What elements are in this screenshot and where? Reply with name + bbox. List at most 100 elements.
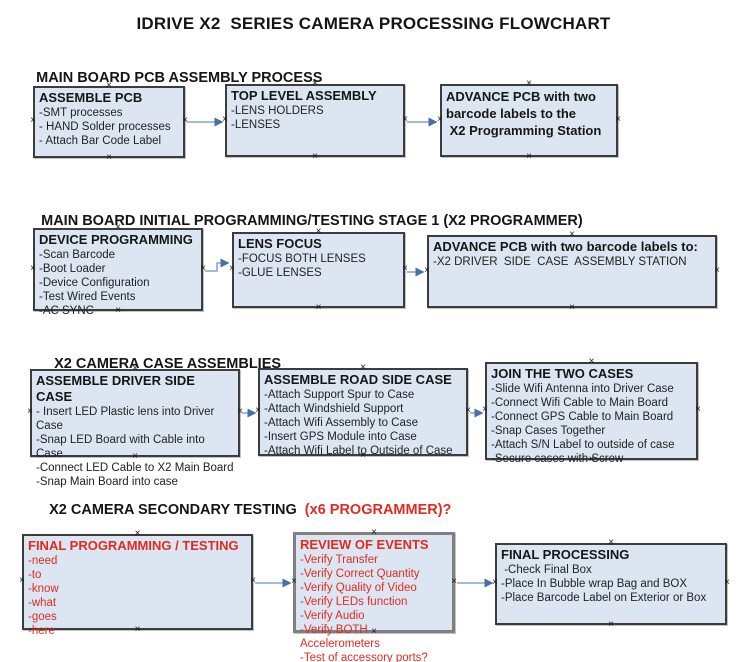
- anchor-icon: ×: [714, 264, 720, 276]
- box-item: -Connect Wifi Cable to Main Board: [491, 397, 669, 409]
- anchor-icon: ×: [132, 451, 138, 462]
- box-item: -Attach Support Spur to Case: [264, 389, 415, 401]
- box-item: -know: [28, 583, 59, 595]
- box-item: - Attach Bar Code Label: [39, 135, 162, 147]
- box-title: ADVANCE PCB with two barcode labels to:: [433, 239, 698, 254]
- anchor-icon: ×: [526, 151, 532, 162]
- anchor-icon: ×: [30, 115, 36, 126]
- box-item: -here: [28, 625, 55, 637]
- box-item: -what: [28, 597, 57, 609]
- box-advance-pcb-programming-station[interactable]: × × × × ADVANCE PCB with two barcode lab…: [437, 79, 621, 162]
- box-item: -GLUE LENSES: [238, 267, 322, 279]
- section-heading-secondary-testing: X2 CAMERA SECONDARY TESTING (x6 PROGRAMM…: [33, 486, 451, 534]
- box-item: -Slide Wifi Antenna into Driver Case: [491, 383, 674, 395]
- box-join-the-two-cases[interactable]: × × × × JOIN THE TWO CASES -Slide Wifi A…: [482, 357, 701, 466]
- section-heading-suffix: (x6 PROGRAMMER)?: [304, 502, 452, 518]
- section-heading-case-assemblies: X2 CAMERA CASE ASSEMBLIES: [38, 340, 281, 388]
- anchor-icon: ×: [30, 262, 36, 274]
- anchor-icon: ×: [255, 405, 261, 416]
- anchor-icon: ×: [402, 263, 408, 274]
- anchor-icon: ×: [134, 624, 141, 635]
- box-assemble-driver-side-case[interactable]: × × × × ASSEMBLE DRIVER SIDE CASE - Inse…: [27, 364, 243, 489]
- anchor-icon: ×: [106, 80, 112, 91]
- anchor-icon: ×: [695, 404, 701, 415]
- anchor-icon: ×: [402, 113, 408, 125]
- connector-arrow[interactable]: [205, 258, 230, 272]
- box-assemble-road-side-case[interactable]: × × × × ASSEMBLE ROAD SIDE CASE -Attach …: [255, 363, 471, 461]
- box-item: - HAND Solder processes: [39, 121, 171, 133]
- box-item: -Place Barcode Label on Exterior or Box: [501, 592, 707, 604]
- box-advance-pcb-driver-side[interactable]: × × × × ADVANCE PCB with two barcode lab…: [424, 230, 720, 313]
- anchor-icon: ×: [315, 226, 322, 237]
- box-item: -SMT processes: [39, 107, 123, 119]
- anchor-icon: ×: [424, 264, 430, 276]
- anchor-icon: ×: [588, 454, 595, 465]
- box-item: -Verify Audio: [300, 610, 365, 622]
- box-item: -need: [28, 555, 58, 567]
- box-final-processing[interactable]: × × × × FINAL PROCESSING -Check Final Bo…: [492, 538, 730, 630]
- anchor-icon: ×: [569, 229, 575, 240]
- box-device-programming[interactable]: × × × × DEVICE PROGRAMMING -Scan Barcode…: [30, 223, 206, 318]
- box-review-of-events[interactable]: × × × × REVIEW OF EVENTS -Verify Transfe…: [291, 528, 457, 662]
- anchor-icon: ×: [569, 302, 575, 313]
- anchor-icon: ×: [222, 113, 228, 125]
- box-assemble-pcb[interactable]: × × × × ASSEMBLE PCB -SMT processes - HA…: [30, 81, 188, 163]
- box-item: -Place In Bubble wrap Bag and BOX: [501, 578, 688, 590]
- anchor-icon: ×: [437, 113, 443, 125]
- box-item: -Scan Barcode: [39, 249, 116, 261]
- box-item: -goes: [28, 611, 57, 623]
- anchor-icon: ×: [106, 152, 112, 163]
- anchor-icon: ×: [526, 78, 532, 89]
- anchor-icon: ×: [182, 115, 188, 126]
- box-title: ASSEMBLE DRIVER SIDE CASE: [36, 373, 199, 404]
- box-item: -LENS HOLDERS: [231, 105, 324, 117]
- box-item: -Test of accessory ports?: [300, 652, 428, 662]
- anchor-icon: ×: [492, 577, 498, 588]
- anchor-icon: ×: [19, 575, 25, 586]
- anchor-icon: ×: [291, 575, 297, 587]
- box-item: -Connect LED Cable to X2 Main Board: [36, 462, 234, 474]
- anchor-icon: ×: [229, 263, 235, 274]
- anchor-icon: ×: [615, 113, 621, 125]
- box-item: -Snap Main Board into case: [36, 476, 178, 488]
- box-item: -Snap Cases Together: [491, 425, 606, 437]
- box-title: ASSEMBLE PCB: [39, 90, 143, 105]
- anchor-icon: ×: [465, 405, 471, 416]
- page-title: IDRIVE X2 SERIES CAMERA PROCESSING FLOWC…: [136, 14, 611, 33]
- anchor-icon: ×: [200, 262, 206, 274]
- anchor-icon: ×: [588, 356, 595, 367]
- box-title: ASSEMBLE ROAD SIDE CASE: [264, 372, 452, 387]
- box-title: TOP LEVEL ASSEMBLY: [231, 88, 377, 103]
- anchor-icon: ×: [115, 305, 121, 316]
- section-heading-text: MAIN BOARD PCB ASSEMBLY PROCESS: [36, 70, 323, 86]
- box-item: -Insert GPS Module into Case: [264, 431, 417, 443]
- anchor-icon: ×: [371, 626, 377, 637]
- box-item: -FOCUS BOTH LENSES: [238, 253, 366, 265]
- anchor-icon: ×: [451, 575, 457, 587]
- box-item: - Insert LED Plastic lens into Driver Ca…: [36, 406, 218, 432]
- box-item: -Attach Wifi Assembly to Case: [264, 417, 419, 429]
- anchor-icon: ×: [608, 619, 614, 630]
- anchor-icon: ×: [132, 363, 138, 374]
- box-top-level-assembly[interactable]: × × × × TOP LEVEL ASSEMBLY -LENS HOLDERS…: [222, 79, 408, 162]
- section-heading-text: X2 CAMERA SECONDARY TESTING: [49, 502, 305, 518]
- section-heading-initial-programming: MAIN BOARD INITIAL PROGRAMMING/TESTING S…: [25, 197, 583, 245]
- box-item: -Boot Loader: [39, 263, 106, 275]
- box-item: -Test Wired Events: [39, 291, 136, 303]
- section-heading-text: X2 CAMERA CASE ASSEMBLIES: [54, 356, 282, 372]
- anchor-icon: ×: [27, 406, 33, 417]
- box-final-programming-testing[interactable]: × × × × FINAL PROGRAMMING / TESTING -nee…: [19, 529, 256, 638]
- anchor-icon: ×: [134, 528, 141, 539]
- box-title: ADVANCE PCB with two barcode labels to t…: [446, 89, 602, 138]
- box-item: -AC SYNC: [39, 305, 94, 317]
- anchor-icon: ×: [237, 406, 243, 417]
- box-item: -Attach S/N Label to outside of case: [491, 439, 675, 451]
- anchor-icon: ×: [608, 537, 614, 548]
- anchor-icon: ×: [312, 78, 318, 89]
- anchor-icon: ×: [250, 575, 256, 586]
- box-title: REVIEW OF EVENTS: [300, 537, 429, 552]
- section-heading-pcb-assembly: MAIN BOARD PCB ASSEMBLY PROCESS: [20, 54, 322, 102]
- box-lens-focus[interactable]: × × × × LENS FOCUS -FOCUS BOTH LENSES -G…: [229, 227, 408, 313]
